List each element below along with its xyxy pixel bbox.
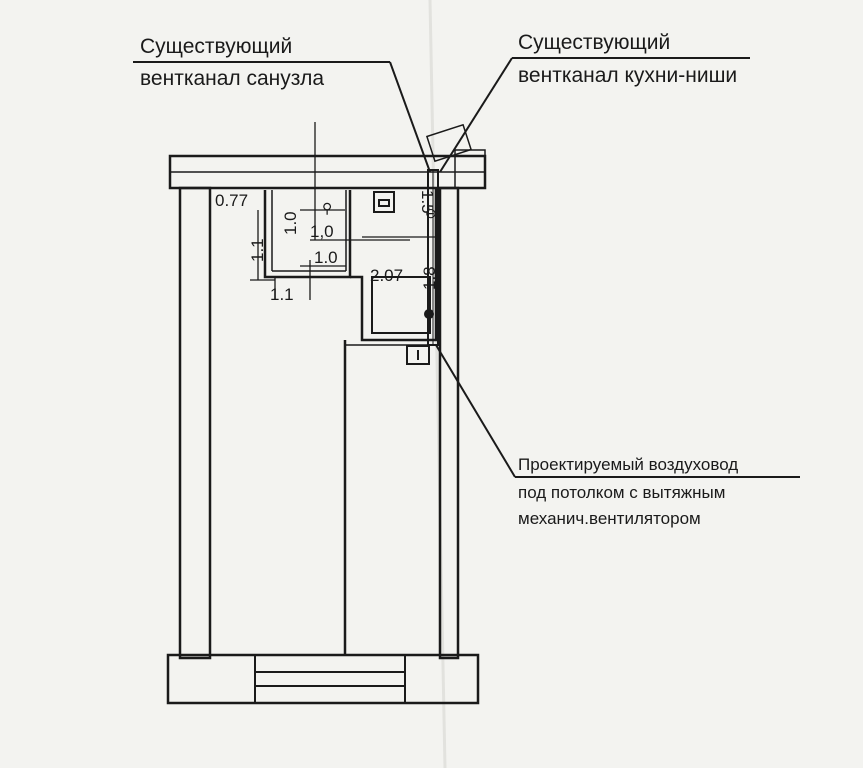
toilet-glyph: ⚲ — [322, 200, 332, 216]
dim-1-8: 1.8 — [420, 266, 439, 290]
designed-duct-line2: под потолком с вытяжным — [518, 483, 725, 502]
kitchen-duct-line2: вентканал кухни-ниши — [518, 64, 737, 87]
right-wall — [438, 186, 460, 660]
dim-1-0-a: 1,0 — [310, 222, 334, 241]
designed-duct-line1: Проектируемый воздуховод — [518, 455, 738, 474]
shaft-block — [454, 149, 486, 189]
exhaust-icon: ⊖ — [425, 205, 437, 221]
dim-1-5: 1.5 — [418, 190, 437, 214]
dim-1-0-b: 1.0 — [314, 248, 338, 267]
callout-leaders — [133, 57, 800, 478]
dim-1-1-vertical: 1.1 — [248, 238, 267, 262]
bathroom-duct-line1: Существующий — [140, 35, 292, 58]
bathroom-duct-line2: вентканал санузла — [140, 67, 324, 90]
bottom-wall — [166, 653, 480, 705]
dim-0-77: 0.77 — [215, 191, 248, 210]
sink-fixture — [373, 191, 395, 213]
designed-duct-line3: механич.вентилятором — [518, 509, 701, 528]
window — [254, 655, 406, 703]
bathroom — [263, 190, 352, 279]
designed-air-duct — [424, 169, 439, 346]
left-wall — [178, 186, 212, 660]
kitchen-duct-line1: Существующий — [518, 31, 670, 54]
dimension-lines — [250, 122, 410, 300]
dim-1-1-horizontal: 1.1 — [270, 285, 294, 304]
stove-fixture — [406, 345, 430, 365]
dim-1-0-vertical: 1.0 — [281, 211, 300, 235]
exterior-walls — [166, 154, 487, 705]
paper-fold — [428, 0, 447, 768]
kitchen-vent-shaft — [425, 123, 473, 163]
kitchen-niche — [350, 188, 438, 342]
corridor-wall — [343, 340, 436, 655]
fan-marker — [424, 309, 434, 319]
dim-2-07: 2.07 — [370, 266, 403, 285]
